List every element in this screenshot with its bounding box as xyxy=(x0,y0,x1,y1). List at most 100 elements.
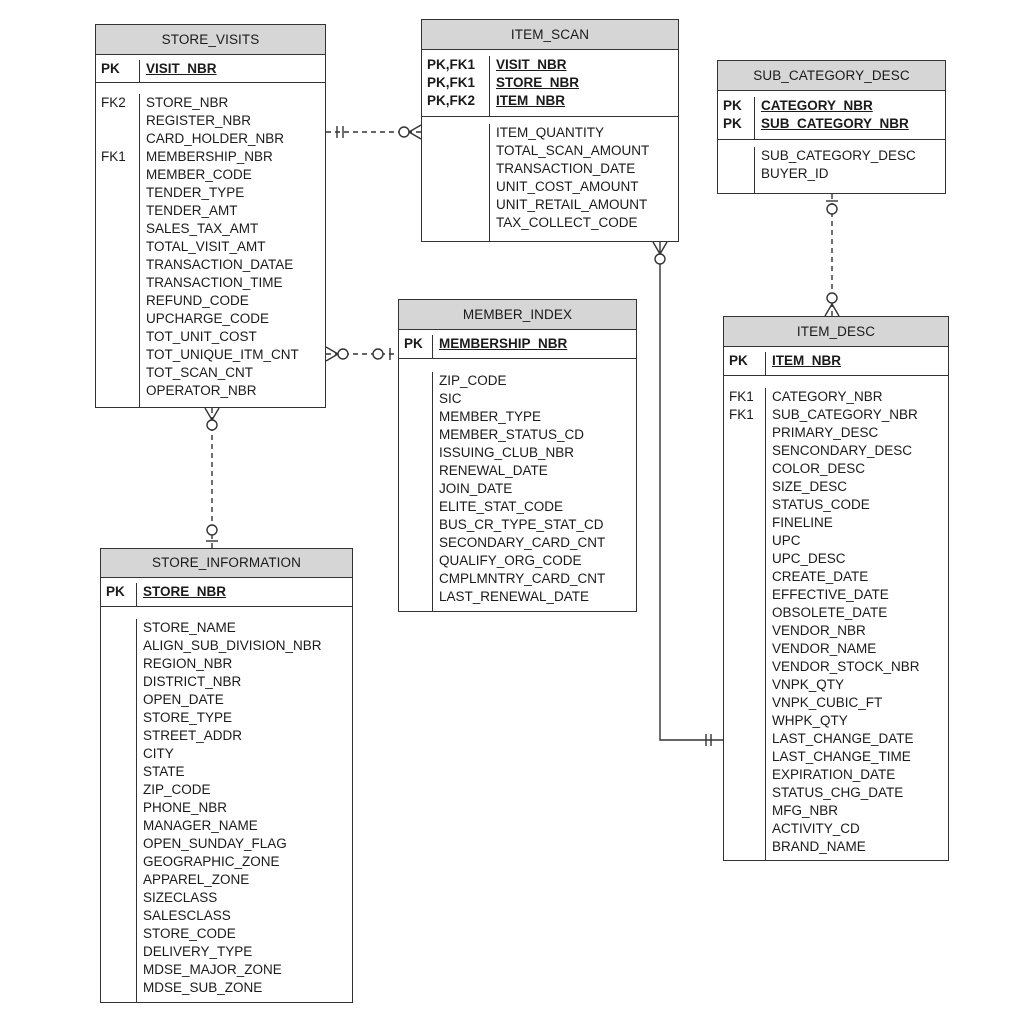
attribute-section: STORE_NAME ALIGN_SUB_DIVISION_NBR REGION… xyxy=(101,607,352,1003)
field: MANAGER_NAME xyxy=(143,818,258,833)
attribute-section: FK1 FK1 CATEGORY_NBR SUB_CATEGORY_NBR PR… xyxy=(724,376,948,861)
field: LAST_CHANGE_TIME xyxy=(772,749,911,764)
primary-key-section: PK ITEM_NBR xyxy=(724,347,948,376)
field: MFG_NBR xyxy=(772,803,839,818)
field: UPC_DESC xyxy=(772,551,846,566)
field: SIZECLASS xyxy=(143,890,218,905)
field: MEMBERSHIP_NBR xyxy=(146,149,273,164)
attribute-section: ZIP_CODE SIC MEMBER_TYPE MEMBER_STATUS_C… xyxy=(399,359,636,612)
pk-field: STORE_NBR xyxy=(143,584,227,599)
field: LAST_RENEWAL_DATE xyxy=(439,589,590,604)
field: TOT_UNIQUE_ITM_CNT xyxy=(146,347,299,362)
field: STATUS_CHG_DATE xyxy=(772,785,904,800)
primary-key-section: PK PK CATEGORY_NBR SUB_CATEGORY_NBR xyxy=(718,91,945,140)
key-marker: PK,FK2 xyxy=(427,93,476,108)
field: CARD_HOLDER_NBR xyxy=(146,131,285,146)
pk-field: SUB_CATEGORY_NBR xyxy=(761,116,909,131)
attribute-section: ITEM_QUANTITY TOTAL_SCAN_AMOUNT TRANSACT… xyxy=(422,117,678,242)
field: OPEN_DATE xyxy=(143,692,224,707)
key-marker: PK xyxy=(729,353,748,368)
field: UNIT_RETAIL_AMOUNT xyxy=(496,197,648,212)
pk-field: VISIT_NBR xyxy=(496,57,567,72)
field: FINELINE xyxy=(772,515,833,530)
field: TOTAL_VISIT_AMT xyxy=(146,239,266,254)
field: OBSOLETE_DATE xyxy=(772,605,888,620)
pk-field: CATEGORY_NBR xyxy=(761,98,873,113)
field: OPERATOR_NBR xyxy=(146,383,257,398)
field: MEMBER_CODE xyxy=(146,167,252,182)
field: DISTRICT_NBR xyxy=(143,674,242,689)
field: ISSUING_CLUB_NBR xyxy=(439,445,575,460)
field: REFUND_CODE xyxy=(146,293,249,308)
field: MDSE_SUB_ZONE xyxy=(143,980,263,995)
field: CMPLMNTRY_CARD_CNT xyxy=(439,571,606,586)
primary-key-section: PK,FK1 PK,FK1 PK,FK2 VISIT_NBR STORE_NBR… xyxy=(422,50,678,117)
entity-store-information[interactable]: STORE_INFORMATION PK STORE_NBR STORE_NAM… xyxy=(100,548,353,1003)
field: CATEGORY_NBR xyxy=(772,389,883,404)
pk-field: VISIT_NBR xyxy=(146,61,217,76)
rel-item-scan-item-desc xyxy=(652,241,723,746)
field: TRANSACTION_TIME xyxy=(146,275,283,290)
field: BUS_CR_TYPE_STAT_CD xyxy=(439,517,604,532)
field: ALIGN_SUB_DIVISION_NBR xyxy=(143,638,322,653)
field: TENDER_AMT xyxy=(146,203,238,218)
field: CREATE_DATE xyxy=(772,569,869,584)
field: TRANSACTION_DATE xyxy=(496,161,636,176)
pk-field: ITEM_NBR xyxy=(772,353,842,368)
field: STORE_NBR xyxy=(146,95,229,110)
key-marker: PK xyxy=(723,98,742,113)
attribute-section: FK2 FK1 STORE_NBR REGISTER_NBR CARD_HOLD… xyxy=(96,83,325,408)
field: JOIN_DATE xyxy=(439,481,513,496)
entity-title: STORE_INFORMATION xyxy=(101,549,352,578)
field: RENEWAL_DATE xyxy=(439,463,548,478)
entity-title: STORE_VISITS xyxy=(96,25,325,55)
field: TAX_COLLECT_CODE xyxy=(496,215,638,230)
primary-key-section: PK MEMBERSHIP_NBR xyxy=(399,330,636,359)
field: ITEM_QUANTITY xyxy=(496,125,605,140)
key-marker xyxy=(96,130,139,148)
pk-field: STORE_NBR xyxy=(496,75,580,90)
field: EXPIRATION_DATE xyxy=(772,767,896,782)
field: PRIMARY_DESC xyxy=(772,425,879,440)
rel-store-visits-store-information xyxy=(204,407,220,548)
field: ACTIVITY_CD xyxy=(772,821,860,836)
field: SIZE_DESC xyxy=(772,479,848,494)
rel-store-visits-member-index xyxy=(325,346,398,362)
rel-sub-category-item-desc xyxy=(824,194,840,317)
primary-key-section: PK STORE_NBR xyxy=(101,578,352,607)
key-marker: PK xyxy=(404,336,423,351)
entity-item-scan[interactable]: ITEM_SCAN PK,FK1 PK,FK1 PK,FK2 VISIT_NBR… xyxy=(421,19,679,242)
field: WHPK_QTY xyxy=(772,713,848,728)
entity-item-desc[interactable]: ITEM_DESC PK ITEM_NBR FK1 FK1 CATEGORY_N… xyxy=(723,316,949,861)
field: STATUS_CODE xyxy=(772,497,870,512)
field: UNIT_COST_AMOUNT xyxy=(496,179,639,194)
field: REGISTER_NBR xyxy=(146,113,252,128)
field: COLOR_DESC xyxy=(772,461,866,476)
key-marker xyxy=(96,112,139,130)
field: BUYER_ID xyxy=(761,166,829,181)
field: OPEN_SUNDAY_FLAG xyxy=(143,836,287,851)
field: MDSE_MAJOR_ZONE xyxy=(143,962,282,977)
key-marker: FK1 xyxy=(101,149,126,164)
field: SUB_CATEGORY_DESC xyxy=(761,148,916,163)
field: TRANSACTION_DATAE xyxy=(146,257,294,272)
entity-title: SUB_CATEGORY_DESC xyxy=(718,61,945,91)
field: SENCONDARY_DESC xyxy=(772,443,913,458)
field: SECONDARY_CARD_CNT xyxy=(439,535,606,550)
entity-sub-category-desc[interactable]: SUB_CATEGORY_DESC PK PK CATEGORY_NBR SUB… xyxy=(717,60,946,194)
entity-store-visits[interactable]: STORE_VISITS PK VISIT_NBR FK2 FK1 STORE_… xyxy=(95,24,326,408)
field: ZIP_CODE xyxy=(439,373,507,388)
field: APPAREL_ZONE xyxy=(143,872,250,887)
entity-member-index[interactable]: MEMBER_INDEX PK MEMBERSHIP_NBR ZIP_CODE … xyxy=(398,299,637,612)
attribute-section: SUB_CATEGORY_DESC BUYER_ID xyxy=(718,140,945,194)
field: STORE_CODE xyxy=(143,926,236,941)
field: STORE_NAME xyxy=(143,620,236,635)
pk-field: MEMBERSHIP_NBR xyxy=(439,336,568,351)
key-marker: PK xyxy=(723,116,742,131)
field: TOT_UNIT_COST xyxy=(146,329,257,344)
field: STATE xyxy=(143,764,185,779)
field: SIC xyxy=(439,391,462,406)
field: MEMBER_STATUS_CD xyxy=(439,427,585,442)
field: SALESCLASS xyxy=(143,908,231,923)
